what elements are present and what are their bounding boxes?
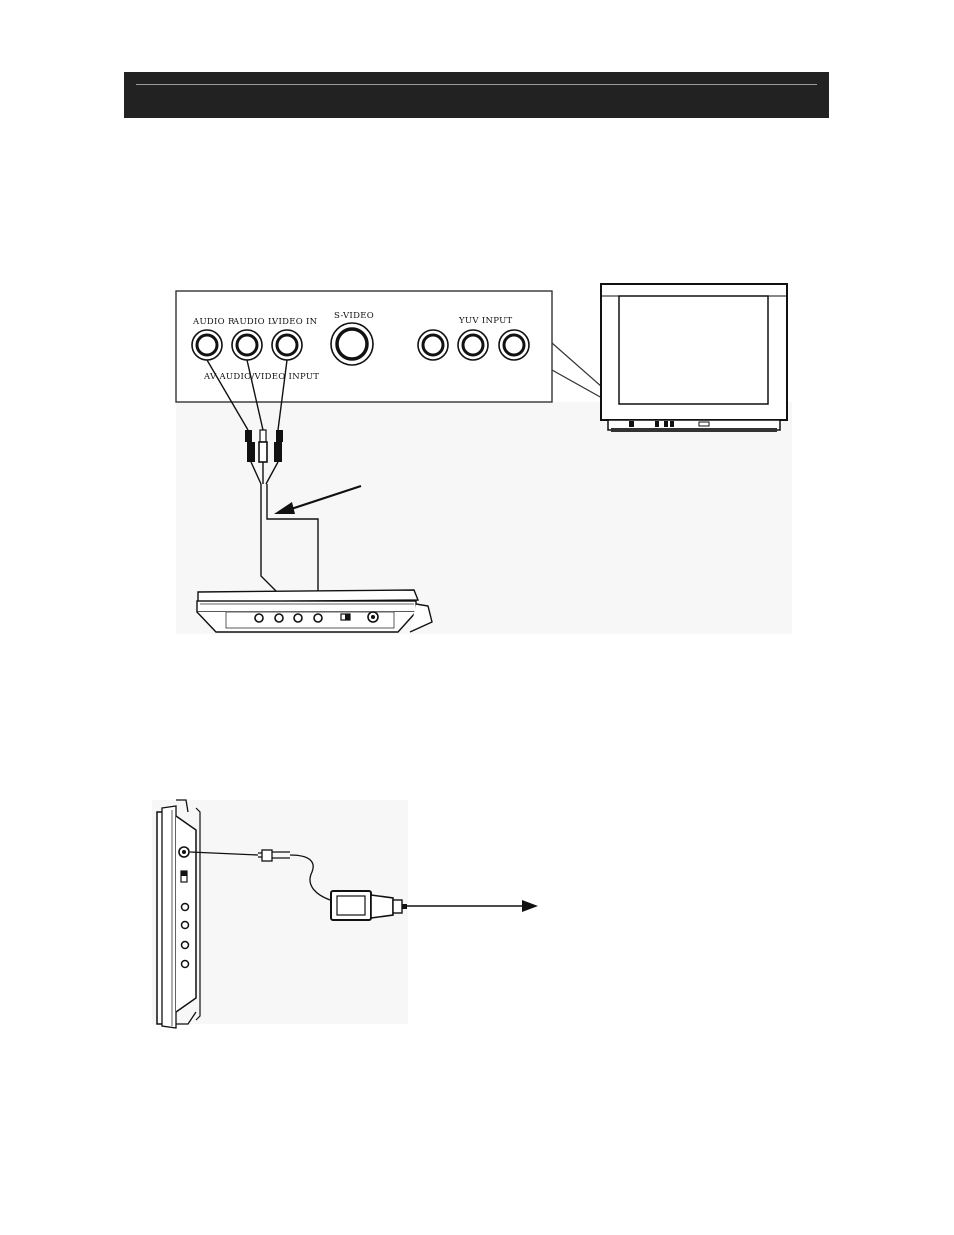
audio-l-label: AUDIO L: [232, 317, 274, 327]
audio-r-jack: [192, 330, 222, 360]
portable-dvd-player-side: [157, 800, 200, 1028]
yuv-input-label: YUV INPUT: [458, 316, 513, 326]
av-input-label: AV AUDIO/VIDEO INPUT: [203, 372, 319, 382]
callout-line-bottom: [552, 370, 602, 398]
video-in-label: VIDEO IN: [271, 317, 318, 327]
yuv-y-jack: [418, 330, 448, 360]
audio-r-label: AUDIO R: [192, 317, 235, 327]
av-connection-diagram: AUDIO R AUDIO L VIDEO IN S-VIDEO YUV INP…: [176, 284, 792, 634]
rca-plugs: [245, 430, 283, 462]
tv-rear-panel: AUDIO R AUDIO L VIDEO IN S-VIDEO YUV INP…: [176, 291, 552, 402]
callout-line-top: [552, 343, 602, 387]
s-video-jack: [331, 323, 373, 365]
yuv-u-jack: [458, 330, 488, 360]
car-adapter-diagram: [152, 800, 538, 1028]
car-socket-arrow: [407, 900, 538, 912]
dc-plug: [262, 850, 272, 861]
audio-l-jack: [232, 330, 262, 360]
s-video-label: S-VIDEO: [334, 311, 374, 321]
television: [601, 284, 787, 432]
portable-dvd-player-front: [197, 590, 432, 632]
video-in-jack: [272, 330, 302, 360]
yuv-v-jack: [499, 330, 529, 360]
